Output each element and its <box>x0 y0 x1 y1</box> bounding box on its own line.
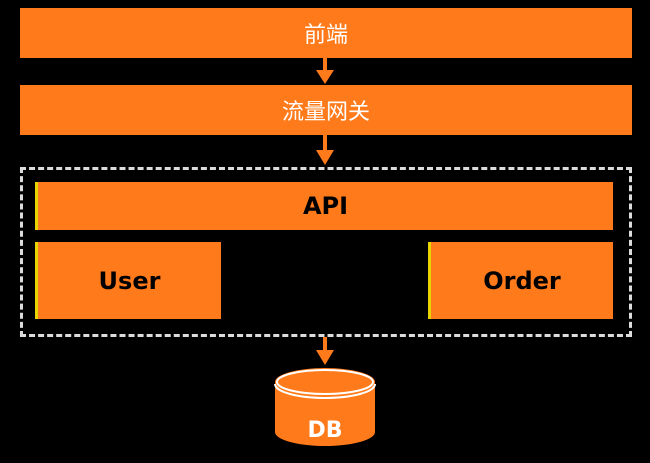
user-label: User <box>98 266 161 295</box>
api-node: API <box>35 182 613 230</box>
arrow-services-to-db <box>316 337 334 365</box>
order-label: Order <box>483 266 561 295</box>
db-label: DB <box>307 417 343 443</box>
db-node: DB <box>275 410 375 450</box>
api-label: API <box>302 192 349 220</box>
frontend-label: 前端 <box>303 23 348 48</box>
frontend-node: 前端 <box>20 8 632 58</box>
arrow-gateway-to-services <box>316 135 334 165</box>
gateway-label: 流量网关 <box>281 100 370 125</box>
user-service-node: User <box>35 242 221 319</box>
arrow-frontend-to-gateway <box>316 58 334 84</box>
order-service-node: Order <box>428 242 613 319</box>
gateway-node: 流量网关 <box>20 85 632 135</box>
service-group <box>20 167 632 337</box>
